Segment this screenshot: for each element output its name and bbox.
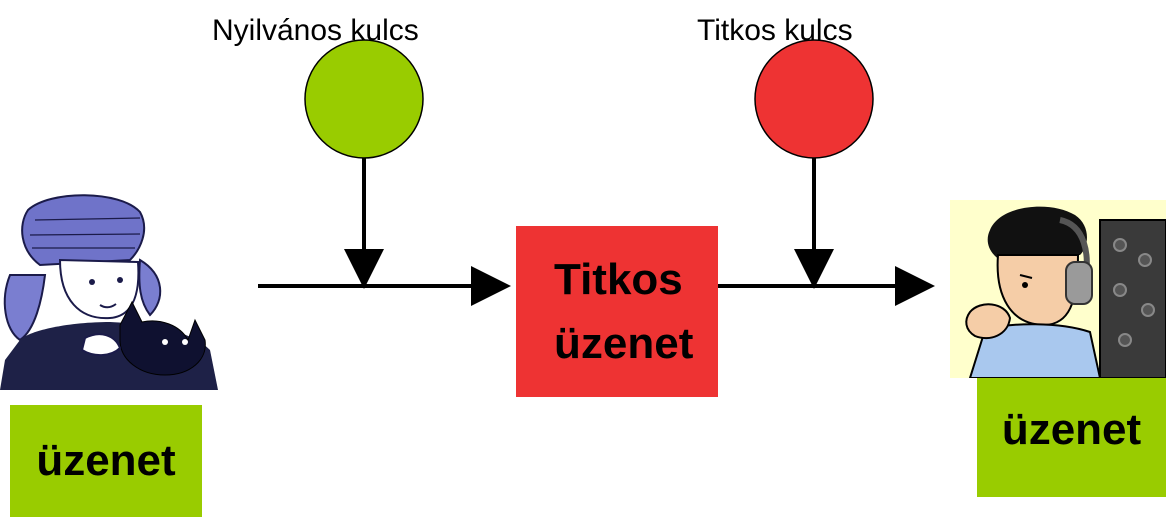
public-key-circle bbox=[304, 39, 424, 159]
public-key-label: Nyilvános kulcs bbox=[212, 14, 419, 47]
receiver-message-box: üzenet bbox=[977, 375, 1166, 497]
sender-message-box: üzenet bbox=[10, 405, 202, 517]
secret-message-line2: üzenet bbox=[554, 318, 694, 368]
secret-message-box: Titkos üzenet bbox=[516, 226, 718, 397]
secret-message-line1: Titkos bbox=[554, 254, 683, 304]
receiver-boy-illustration bbox=[950, 200, 1166, 378]
sender-message-label: üzenet bbox=[36, 436, 176, 485]
private-key-label: Titkos kulcs bbox=[697, 14, 853, 47]
private-key-circle bbox=[754, 39, 874, 159]
sender-girl-illustration bbox=[0, 194, 218, 390]
receiver-message-label: üzenet bbox=[1001, 405, 1142, 454]
